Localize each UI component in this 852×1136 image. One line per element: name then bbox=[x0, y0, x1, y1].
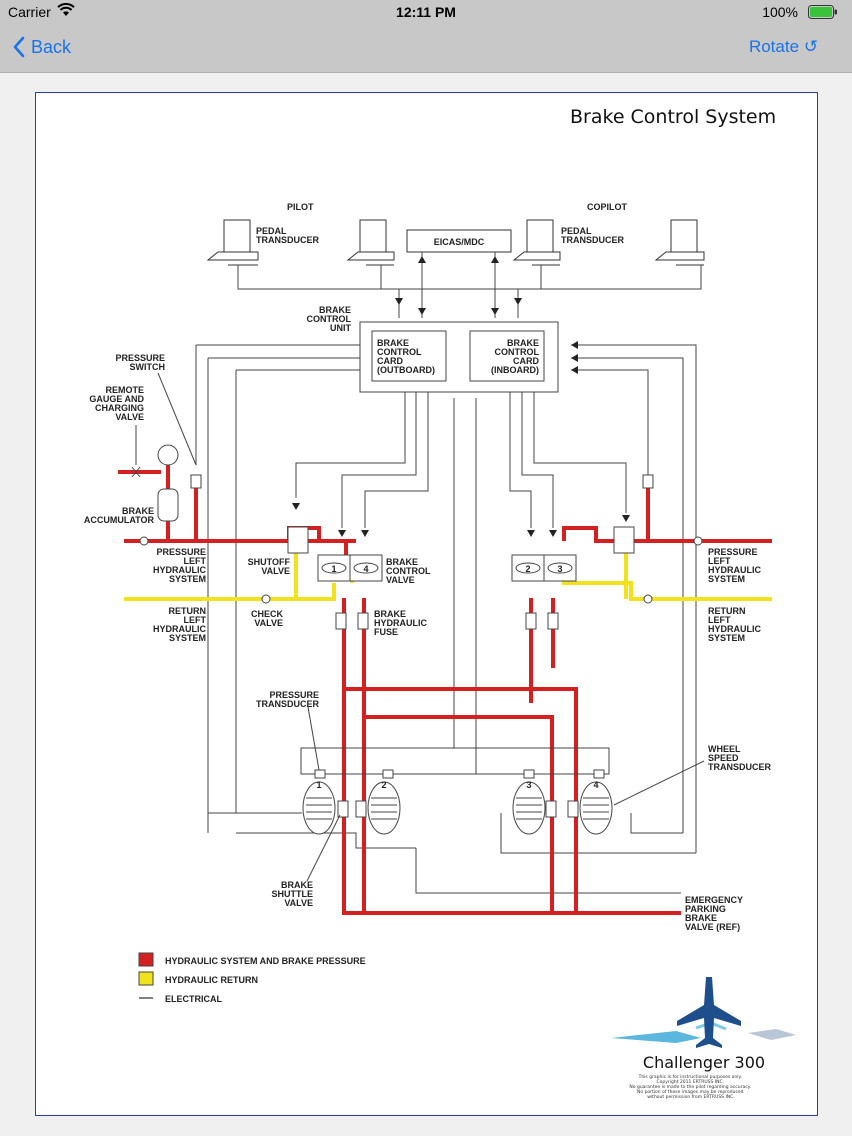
legend-swatch-pressure bbox=[138, 952, 154, 967]
control-valve-2 bbox=[511, 554, 545, 582]
card-outboard bbox=[371, 330, 447, 382]
carrier-label: Carrier bbox=[8, 4, 51, 20]
status-bar: Carrier 12:11 PM 100% bbox=[0, 0, 852, 24]
check-valve-icon bbox=[139, 536, 149, 546]
shutoff-valve-right bbox=[613, 526, 635, 554]
clock: 12:11 PM bbox=[396, 4, 456, 20]
legend-pressure: HYDRAULIC SYSTEM AND BRAKE PRESSURE bbox=[165, 956, 366, 966]
wifi-icon bbox=[57, 3, 75, 20]
pressure-switch-right bbox=[642, 474, 654, 489]
diagram-title: Brake Control System bbox=[570, 106, 776, 128]
copilot-label: COPILOT bbox=[587, 202, 628, 212]
brand-name: Challenger 300 bbox=[643, 1053, 765, 1072]
eicas-box bbox=[406, 229, 512, 253]
brand-disclaimer: This graphic is for instructional purpos… bbox=[629, 1074, 752, 1100]
back-label: Back bbox=[31, 37, 72, 57]
control-valve-4 bbox=[349, 554, 383, 582]
pedal-icon bbox=[206, 219, 259, 266]
legend-return: HYDRAULIC RETURN bbox=[165, 975, 258, 985]
svg-text:TRANSDUCER: TRANSDUCER bbox=[256, 235, 320, 245]
check-valve-icon bbox=[693, 536, 703, 546]
brake-system-diagram: Brake Control System PILOT COPILOT PEDAL… bbox=[84, 106, 796, 1100]
check-valve-icon bbox=[643, 594, 653, 604]
accumulator-icon bbox=[157, 488, 179, 522]
card-inboard bbox=[469, 330, 545, 382]
battery-icon bbox=[808, 5, 838, 19]
battery-percent: 100% bbox=[762, 4, 798, 20]
diagram-page: Brake Control System PILOT COPILOT PEDAL… bbox=[35, 92, 818, 1116]
wheel-2 bbox=[367, 781, 401, 835]
pedal-transducer-label-left: PEDAL TRANSDUCER bbox=[256, 226, 320, 245]
chevron-left-icon bbox=[13, 36, 25, 58]
eicas-label: EICAS/MDC bbox=[434, 237, 485, 247]
challenger-logo bbox=[611, 977, 796, 1048]
rotate-button[interactable]: Rotate ↺ bbox=[748, 37, 818, 56]
check-valve-icon bbox=[261, 594, 271, 604]
svg-text:PEDAL: PEDAL bbox=[561, 226, 592, 236]
fuse bbox=[547, 612, 559, 630]
pedal-transducer-label-right: PEDAL TRANSDUCER bbox=[561, 226, 625, 245]
nav-bar: Back Rotate ↺ bbox=[0, 24, 852, 73]
fuse bbox=[525, 612, 537, 630]
wheel-1 bbox=[302, 781, 336, 835]
wheel-3 bbox=[512, 781, 546, 835]
gauge-icon bbox=[157, 444, 179, 466]
fuse bbox=[335, 612, 347, 630]
pilot-label: PILOT bbox=[287, 202, 314, 212]
pedal-icon bbox=[654, 219, 705, 266]
legend-electrical: ELECTRICAL bbox=[165, 994, 222, 1004]
pedal-icon bbox=[512, 219, 561, 266]
back-button[interactable]: Back bbox=[12, 36, 71, 58]
shutoff-valve-left bbox=[287, 526, 309, 554]
pedal-icon bbox=[346, 219, 395, 266]
svg-text:PEDAL: PEDAL bbox=[256, 226, 287, 236]
fuse bbox=[357, 612, 369, 630]
legend-swatch-return bbox=[138, 971, 154, 986]
pressure-switch bbox=[190, 474, 202, 489]
svg-text:TRANSDUCER: TRANSDUCER bbox=[561, 235, 625, 245]
legend: HYDRAULIC SYSTEM AND BRAKE PRESSURE HYDR… bbox=[138, 952, 366, 1004]
control-valve-3 bbox=[543, 554, 577, 582]
wheel-4 bbox=[579, 781, 613, 835]
